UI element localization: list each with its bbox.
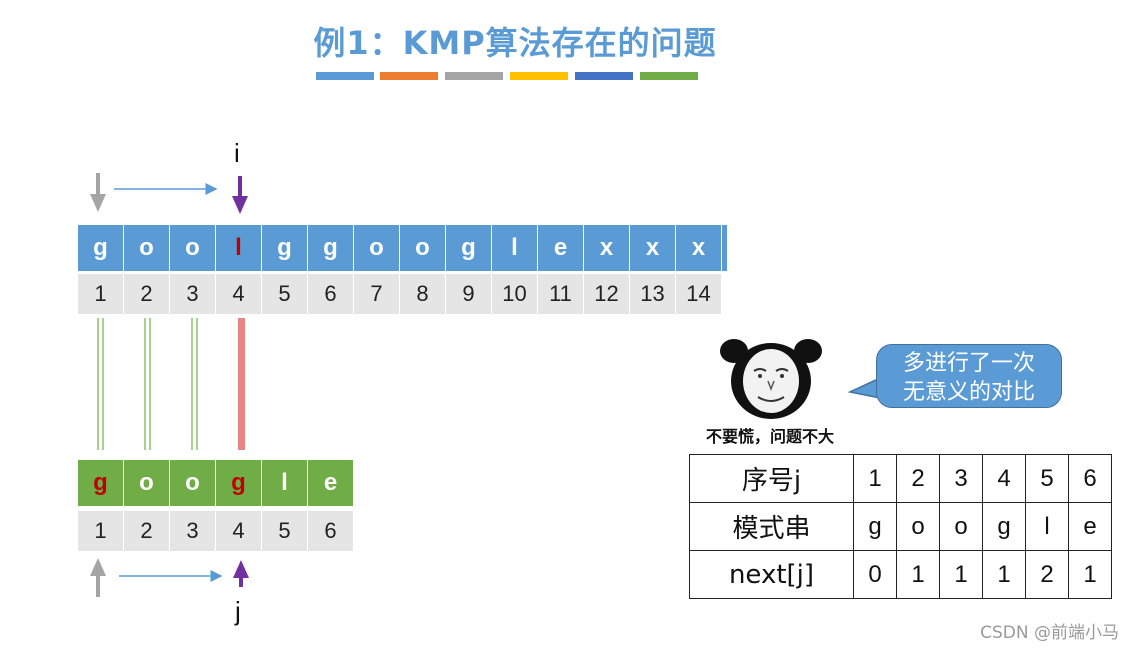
table-cell: 1 [940,551,983,599]
main-char: g [78,225,124,271]
table-cell: 3 [940,455,983,503]
pattern-index: 3 [170,511,216,551]
main-char: g [308,225,354,271]
pattern-char: e [308,460,354,506]
j-pointer-arrow-icon [233,560,249,587]
pattern-row: g o o g l e [78,460,354,506]
table-cell: 4 [983,455,1026,503]
main-index: 2 [124,274,170,314]
main-string-row: g o o l g g o o g l e x x x [78,225,727,271]
i-label: i [234,138,240,169]
pattern-index: 1 [78,511,124,551]
main-index: 9 [446,274,492,314]
main-char: o [124,225,170,271]
table-header-pattern: 模式串 [690,503,854,551]
pattern-char: o [124,460,170,506]
table-cell: 2 [1026,551,1069,599]
main-char: e [538,225,584,271]
bubble-line-2: 无意义的对比 [877,378,1061,407]
pattern-char: o [170,460,216,506]
table-cell: 2 [897,455,940,503]
table-cell: g [854,503,897,551]
main-char: o [400,225,446,271]
main-char: o [170,225,216,271]
table-row: next[j] 0 1 1 1 2 1 [690,551,1112,599]
main-char-mismatch: l [216,225,262,271]
table-header-index: 序号j [690,455,854,503]
pattern-char: l [262,460,308,506]
speech-bubble: 多进行了一次 无意义的对比 [876,344,1062,408]
table-cell: e [1069,503,1112,551]
main-char: l [492,225,538,271]
table-row: 模式串 g o o g l e [690,503,1112,551]
pattern-index: 6 [308,511,354,551]
main-index: 6 [308,274,354,314]
table-cell: 5 [1026,455,1069,503]
mismatch-line [238,318,245,450]
main-index: 5 [262,274,308,314]
table-cell: g [983,503,1026,551]
main-char: x [676,225,722,271]
table-row: 序号j 1 2 3 4 5 6 [690,455,1112,503]
pattern-index-row: 1 2 3 4 5 6 [78,511,354,551]
main-index: 1 [78,274,124,314]
main-index: 4 [216,274,262,314]
table-cell: 1 [854,455,897,503]
watermark: CSDN @前端小马 [980,618,1119,643]
i-pointer-arrow-icon [232,176,248,214]
table-cell: 1 [983,551,1026,599]
table-cell: 0 [854,551,897,599]
match-line-1 [97,318,104,450]
main-char: x [630,225,676,271]
bubble-line-1: 多进行了一次 [877,349,1061,378]
main-char: o [354,225,400,271]
main-char: g [262,225,308,271]
meme-caption: 不要慌，问题不大 [690,423,850,447]
gray-up-arrow-icon [90,558,106,597]
main-index: 14 [676,274,722,314]
table-cell: o [940,503,983,551]
gray-down-arrow-icon [90,173,106,212]
pattern-char: g [78,460,124,506]
match-line-2 [144,318,151,450]
main-index: 12 [584,274,630,314]
main-char: x [584,225,630,271]
pattern-index: 2 [124,511,170,551]
main-char: g [446,225,492,271]
pattern-index: 4 [216,511,262,551]
pattern-index: 5 [262,511,308,551]
main-index: 13 [630,274,676,314]
pattern-char-mismatch: g [216,460,262,506]
table-cell: 1 [897,551,940,599]
match-line-3 [191,318,198,450]
main-index: 10 [492,274,538,314]
main-index: 3 [170,274,216,314]
main-index: 8 [400,274,446,314]
table-cell: o [897,503,940,551]
panda-meme-icon [716,333,826,421]
j-label: j [235,596,241,627]
main-index-row: 1 2 3 4 5 6 7 8 9 10 11 12 13 14 [78,274,722,314]
table-header-next: next[j] [690,551,854,599]
main-index: 11 [538,274,584,314]
table-cell: l [1026,503,1069,551]
table-cell: 6 [1069,455,1112,503]
next-table: 序号j 1 2 3 4 5 6 模式串 g o o g l e next[j] … [689,454,1112,599]
table-cell: 1 [1069,551,1112,599]
main-index: 7 [354,274,400,314]
